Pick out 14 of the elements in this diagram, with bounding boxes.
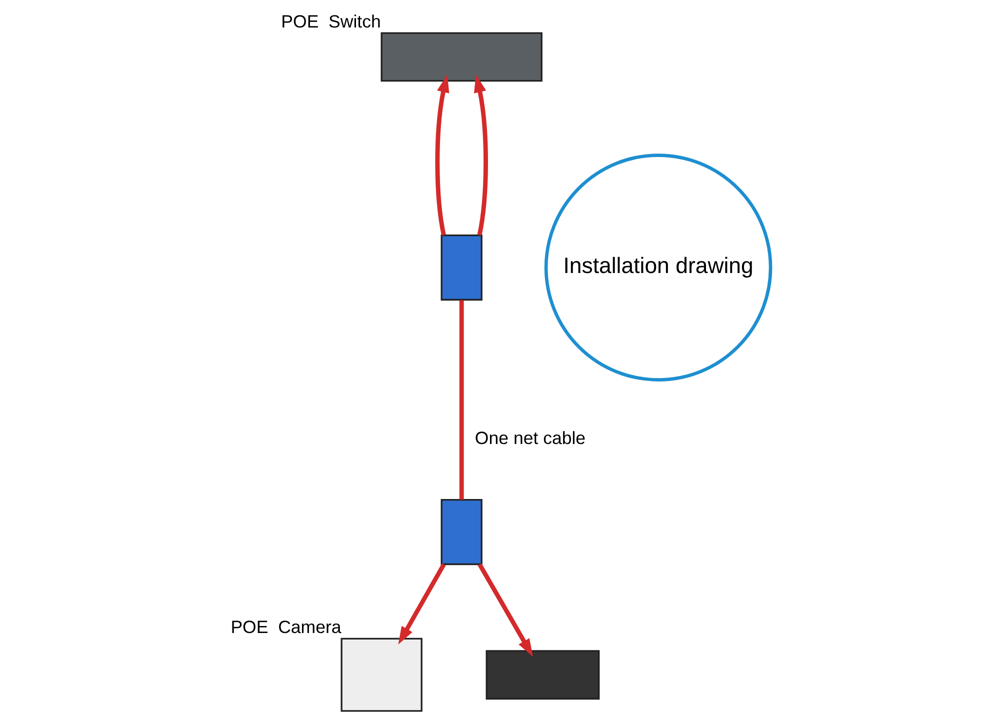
edge-label: One net cable (474, 428, 586, 448)
node-box (340, 638, 422, 712)
node-box (380, 32, 542, 82)
node-circle: Installation drawing (544, 154, 772, 382)
node-box (440, 498, 482, 566)
node-box (485, 650, 600, 700)
node-label: POE Switch (280, 11, 380, 32)
arrow (398, 563, 446, 644)
node-label: POE Camera (230, 616, 341, 637)
arrow (477, 563, 532, 657)
node-box (440, 234, 482, 301)
arrow (474, 74, 488, 236)
connector (458, 300, 464, 500)
arrow (434, 74, 449, 236)
